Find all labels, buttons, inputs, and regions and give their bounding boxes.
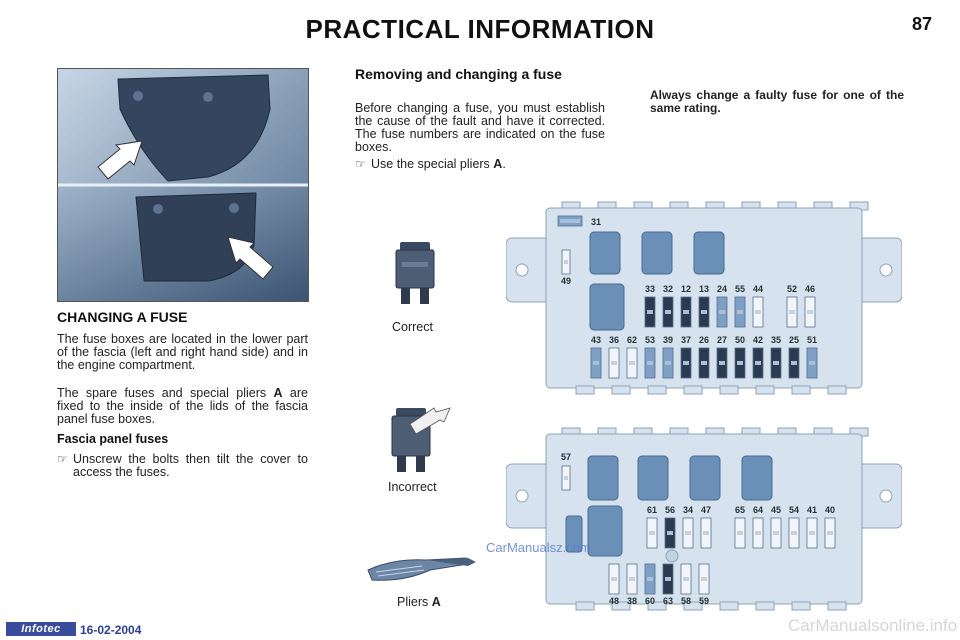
relay-7 <box>689 455 721 501</box>
fuse-label-37: 37 <box>681 335 691 345</box>
fuse-label-36: 36 <box>609 335 619 345</box>
fuse-label-45: 45 <box>771 505 781 515</box>
watermark-carmanualsonline: CarManualsonline.info <box>788 616 958 635</box>
changing-fuse-heading: CHANGING A FUSE <box>57 309 188 325</box>
fuse-label-60: 60 <box>645 596 655 606</box>
caption-correct: Correct <box>392 320 433 334</box>
fuse-correct-illustration <box>392 240 440 313</box>
pliers-label-a: A <box>273 386 283 400</box>
fuse-label-51: 51 <box>807 335 817 345</box>
relay-6 <box>637 455 669 501</box>
pliers-bullet: ☞ Use the special pliers A. <box>355 158 605 171</box>
changing-fuse-paragraph: The fuse boxes are located in the lower … <box>57 332 308 372</box>
fuse-label-35: 35 <box>771 335 781 345</box>
fuse-label-47: 47 <box>701 505 711 515</box>
fascia-bullet: ☞ Unscrew the bolts then tilt the cover … <box>57 453 308 479</box>
pliers-bullet-text: Use the special pliers A. <box>371 157 506 171</box>
fuse-label-32: 32 <box>663 284 673 294</box>
relay-1 <box>589 231 621 275</box>
fuse-label-65: 65 <box>735 505 745 515</box>
fuse-label-26: 26 <box>699 335 709 345</box>
fuse-label-49: 49 <box>561 276 571 286</box>
fuse-label-61: 61 <box>647 505 657 515</box>
spare-fuses-text-end: are fixed to the inside of the lids of t… <box>57 386 308 426</box>
fuse-label-33: 33 <box>645 284 655 294</box>
fuse-label-38: 38 <box>627 596 637 606</box>
fuse-label-41: 41 <box>807 505 817 515</box>
fuse-label-39: 39 <box>663 335 673 345</box>
pointing-hand-icon: ☞ <box>355 157 366 171</box>
pointing-hand-icon: ☞ <box>57 452 68 466</box>
relay-8 <box>741 455 773 501</box>
fusebox-lower: 57 61 56 34 47 65 64 45 54 41 40 48 38 60 63 58 59 <box>505 426 903 617</box>
fuse-label-24: 24 <box>717 284 727 294</box>
fuse-label-34: 34 <box>683 505 693 515</box>
fuse-label-31: 31 <box>591 217 601 227</box>
screw-hole <box>665 549 679 563</box>
fuse-label-62: 62 <box>627 335 637 345</box>
page-number: 87 <box>912 14 933 34</box>
fuse-label-52: 52 <box>787 284 797 294</box>
relay-9 <box>565 515 583 553</box>
spare-fuses-text: The spare fuses and special pliers <box>57 386 274 400</box>
page-title: PRACTICAL INFORMATION <box>305 14 655 44</box>
fusebox-upper: 31 49 33 32 12 13 24 55 44 52 46 43 36 62 53 39 37 26 27 50… <box>505 200 903 401</box>
fuse-label-57: 57 <box>561 452 571 462</box>
fuse-label-27: 27 <box>717 335 727 345</box>
fuse-label-46: 46 <box>805 284 815 294</box>
fuse-label-12: 12 <box>681 284 691 294</box>
fuse-label-58: 58 <box>681 596 691 606</box>
fuse-label-25: 25 <box>789 335 799 345</box>
relay-4 <box>589 283 625 331</box>
fuse-label-13: 13 <box>699 284 709 294</box>
fascia-bullet-text: Unscrew the bolts then tilt the cover to… <box>73 452 308 479</box>
fascia-fuse-cover-photo <box>57 68 309 302</box>
fuse-label-63: 63 <box>663 596 673 606</box>
fuse-label-43: 43 <box>591 335 601 345</box>
fuse-label-55: 55 <box>735 284 745 294</box>
fuse-label-44: 44 <box>753 284 763 294</box>
fuse-label-59: 59 <box>699 596 709 606</box>
removing-fuse-paragraph: Before changing a fuse, you must establi… <box>355 101 605 154</box>
fuse-label-50: 50 <box>735 335 745 345</box>
removing-fuse-heading: Removing and changing a fuse <box>355 66 562 82</box>
infotec-logo: Infotec <box>6 622 76 636</box>
fuse-label-48: 48 <box>609 596 619 606</box>
fuse-incorrect-illustration <box>388 404 454 481</box>
relay-5 <box>587 455 619 501</box>
fuse-label-42: 42 <box>753 335 763 345</box>
caption-incorrect: Incorrect <box>388 480 437 494</box>
pliers-illustration <box>364 548 484 593</box>
relay-10 <box>587 505 623 557</box>
fuse-label-53: 53 <box>645 335 655 345</box>
fuse-label-56: 56 <box>665 505 675 515</box>
warning-text: Always change a faulty fuse for one of t… <box>650 88 904 115</box>
fascia-panel-fuses-heading: Fascia panel fuses <box>57 432 169 446</box>
caption-pliers: Pliers A <box>397 595 441 609</box>
footer-date: 16-02-2004 <box>80 623 142 637</box>
relay-2 <box>641 231 673 275</box>
fuse-label-64: 64 <box>753 505 763 515</box>
fuse-label-54: 54 <box>789 505 799 515</box>
relay-3 <box>693 231 725 275</box>
spare-fuses-paragraph: The spare fuses and special pliers A are… <box>57 387 308 426</box>
watermark-carmanualsz: CarManualsz.com <box>486 540 591 555</box>
fuse-label-40: 40 <box>825 505 835 515</box>
